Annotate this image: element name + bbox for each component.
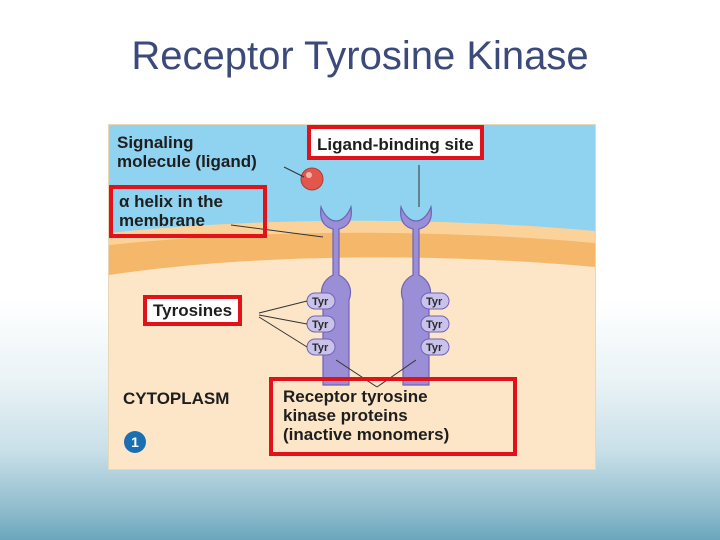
ligand-sphere	[300, 167, 324, 191]
tyr-label: Tyr	[426, 342, 443, 354]
leader-lines	[230, 165, 420, 388]
tyr-label: Tyr	[312, 342, 329, 354]
alpha-line-2: membrane	[119, 211, 205, 231]
label-ligand-binding-site: Ligand-binding site	[307, 125, 484, 161]
label-receptor-tyrosine-kinase: Receptor tyrosine kinase proteins (inact…	[269, 377, 517, 457]
label-alpha-helix: α helix in the membrane	[109, 185, 267, 239]
membrane-outer-leaflet	[109, 220, 595, 245]
tyr-badges-right: Tyr Tyr Tyr	[420, 292, 450, 356]
tyr-label: Tyr	[426, 296, 443, 308]
tyr-label: Tyr	[312, 319, 329, 331]
label-signaling-molecule: Signaling molecule (ligand)	[117, 133, 257, 171]
rtk-line-3: (inactive monomers)	[283, 425, 450, 445]
rtk-line-2: kinase proteins	[283, 406, 408, 426]
rtk-line-1: Receptor tyrosine	[283, 387, 428, 406]
tyr-badges-left: Tyr Tyr Tyr	[306, 292, 336, 356]
membrane-band	[109, 229, 595, 275]
rtk-diagram: Tyr Tyr Tyr Tyr Tyr Tyr 1 Si	[108, 124, 596, 470]
tyr-label: Tyr	[312, 296, 329, 308]
alpha-line-1: α helix in the	[119, 192, 223, 211]
label-tyrosines: Tyrosines	[143, 295, 243, 327]
label-cytoplasm: CYTOPLASM	[123, 389, 230, 408]
slide-title: Receptor Tyrosine Kinase	[131, 34, 589, 78]
signaling-line-1: Signaling	[117, 133, 194, 152]
step-number-circle	[124, 431, 146, 453]
tyr-label: Tyr	[426, 319, 443, 331]
signaling-line-2: molecule (ligand)	[117, 152, 257, 172]
step-number: 1	[131, 434, 139, 450]
